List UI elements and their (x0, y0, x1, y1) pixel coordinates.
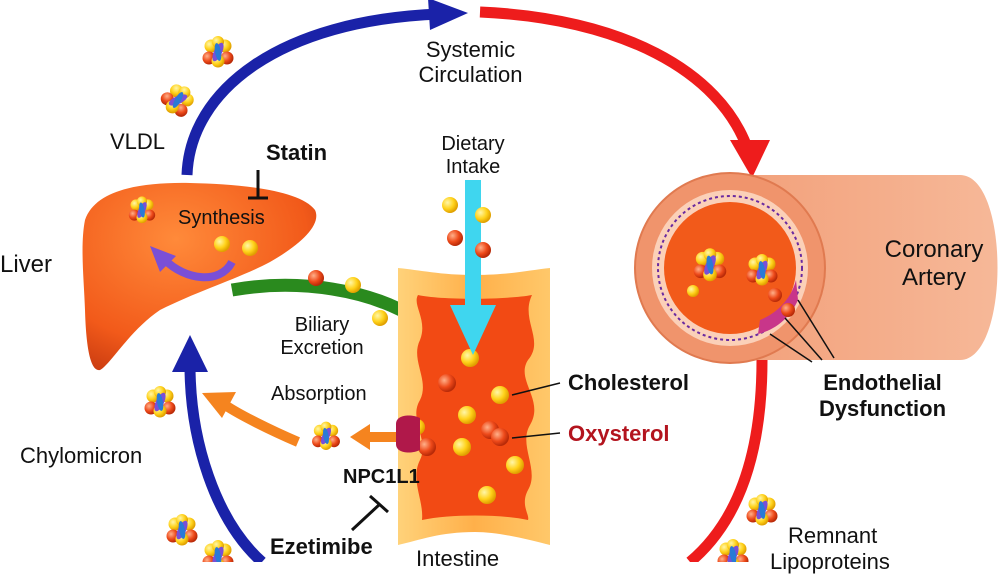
dietary-oxysterol-dot (447, 230, 463, 246)
ezetimibe-label: Ezetimibe (270, 534, 373, 559)
remnant-lipoprotein (746, 494, 778, 526)
absorption-arrow-long (222, 400, 300, 447)
npc1l1-transporter (396, 415, 420, 453)
artery-plaque (758, 280, 798, 334)
chylomicron-arrowhead (172, 335, 208, 372)
chylomicron-lipoprotein (144, 386, 176, 418)
intestine-cholesterol-dot (506, 456, 524, 474)
oxysterol-label: Oxysterol (568, 421, 670, 446)
endothelial-dysfunction-label: Endothelial Dysfunction (818, 370, 947, 421)
systemic-circulation-label: Systemic Circulation (418, 37, 523, 87)
vldl-lipoprotein (156, 77, 201, 122)
remnant-lipoproteins-label: Remnant Lipoproteins (770, 523, 890, 574)
intestine-label: Intestine (416, 546, 500, 571)
intestine-oxysterol-dot (418, 438, 436, 456)
remnant-lipoprotein (717, 539, 749, 562)
artery-intima-line (657, 195, 803, 341)
intestine-cholesterol-dot (453, 438, 471, 456)
intestine-cholesterol-dot (491, 386, 509, 404)
synthesis-label: Synthesis (178, 207, 265, 229)
liver-cholesterol-dot (214, 236, 230, 252)
ezetimibe-inhibition-line (350, 502, 382, 532)
synthesis-purple-arrow (162, 257, 236, 282)
artery-oxysterol-dot (768, 288, 782, 302)
absorption-chylomicron (312, 421, 340, 450)
artery-oxysterol-dot (781, 303, 795, 317)
vldl-label: VLDL (110, 129, 166, 154)
chylomicron-label: Chylomicron (20, 443, 143, 468)
npc1l1-label: NPC1L1 (343, 466, 420, 488)
liver-label: Liver (0, 251, 53, 278)
absorption-arrow-short (362, 432, 396, 442)
oxysterol-pointer (511, 432, 561, 439)
dietary-cholesterol-dot (442, 197, 458, 213)
intestine-lumen (416, 295, 535, 520)
endothelial-pointer (784, 317, 823, 361)
intestine-cholesterol-dot (478, 486, 496, 504)
chylomicron-blue-arrow (184, 364, 266, 562)
intestine-cholesterol-dot (458, 406, 476, 424)
intestine-oxysterol-dot (438, 374, 456, 392)
intestine-cholesterol-dot (461, 349, 479, 367)
biliary-cholesterol-dot (372, 310, 388, 326)
biliary-green-arrow (230, 278, 419, 324)
biliary-cholesterol-dot (345, 277, 361, 293)
statin-label: Statin (266, 140, 328, 165)
chylomicron-lipoprotein (202, 540, 234, 562)
artery-cholesterol-dot (687, 285, 699, 297)
cholesterol-label: Cholesterol (568, 370, 690, 395)
ezetimibe-inhibition-bar (369, 494, 389, 514)
liver-cholesterol-dot (242, 240, 258, 256)
cholesterol-metabolism-diagram (82, 0, 998, 562)
endothelial-pointer (797, 299, 835, 359)
absorption-arrowhead-long (202, 392, 236, 418)
dietary-oxysterol-dot (475, 242, 491, 258)
vldl-lipoprotein (202, 36, 234, 68)
vldl-blue-arrow (181, 8, 441, 176)
chylomicron-lipoprotein (166, 514, 198, 546)
coronary-artery-label: Coronary Artery (884, 236, 984, 291)
absorption-label: Absorption (271, 383, 367, 405)
remnant-red-arrow (686, 359, 768, 562)
cholesterol-pointer (511, 382, 561, 396)
systemic-red-arrow (479, 6, 754, 152)
systemic-arrowhead (730, 140, 770, 178)
synthesis-arrowhead (150, 246, 176, 272)
biliary-oxysterol-dot (308, 270, 324, 286)
biliary-excretion-label: Biliary Excretion (280, 314, 364, 359)
vldl-arrowhead (428, 0, 468, 30)
endothelial-pointer (769, 333, 813, 363)
dietary-intake-label: Dietary Intake (441, 133, 505, 178)
artery-lumen (664, 202, 796, 334)
intestine-oxysterol-dot (491, 428, 509, 446)
dietary-arrowhead (450, 305, 496, 355)
dietary-cholesterol-dot (475, 207, 491, 223)
absorption-arrowhead-short (350, 424, 370, 450)
